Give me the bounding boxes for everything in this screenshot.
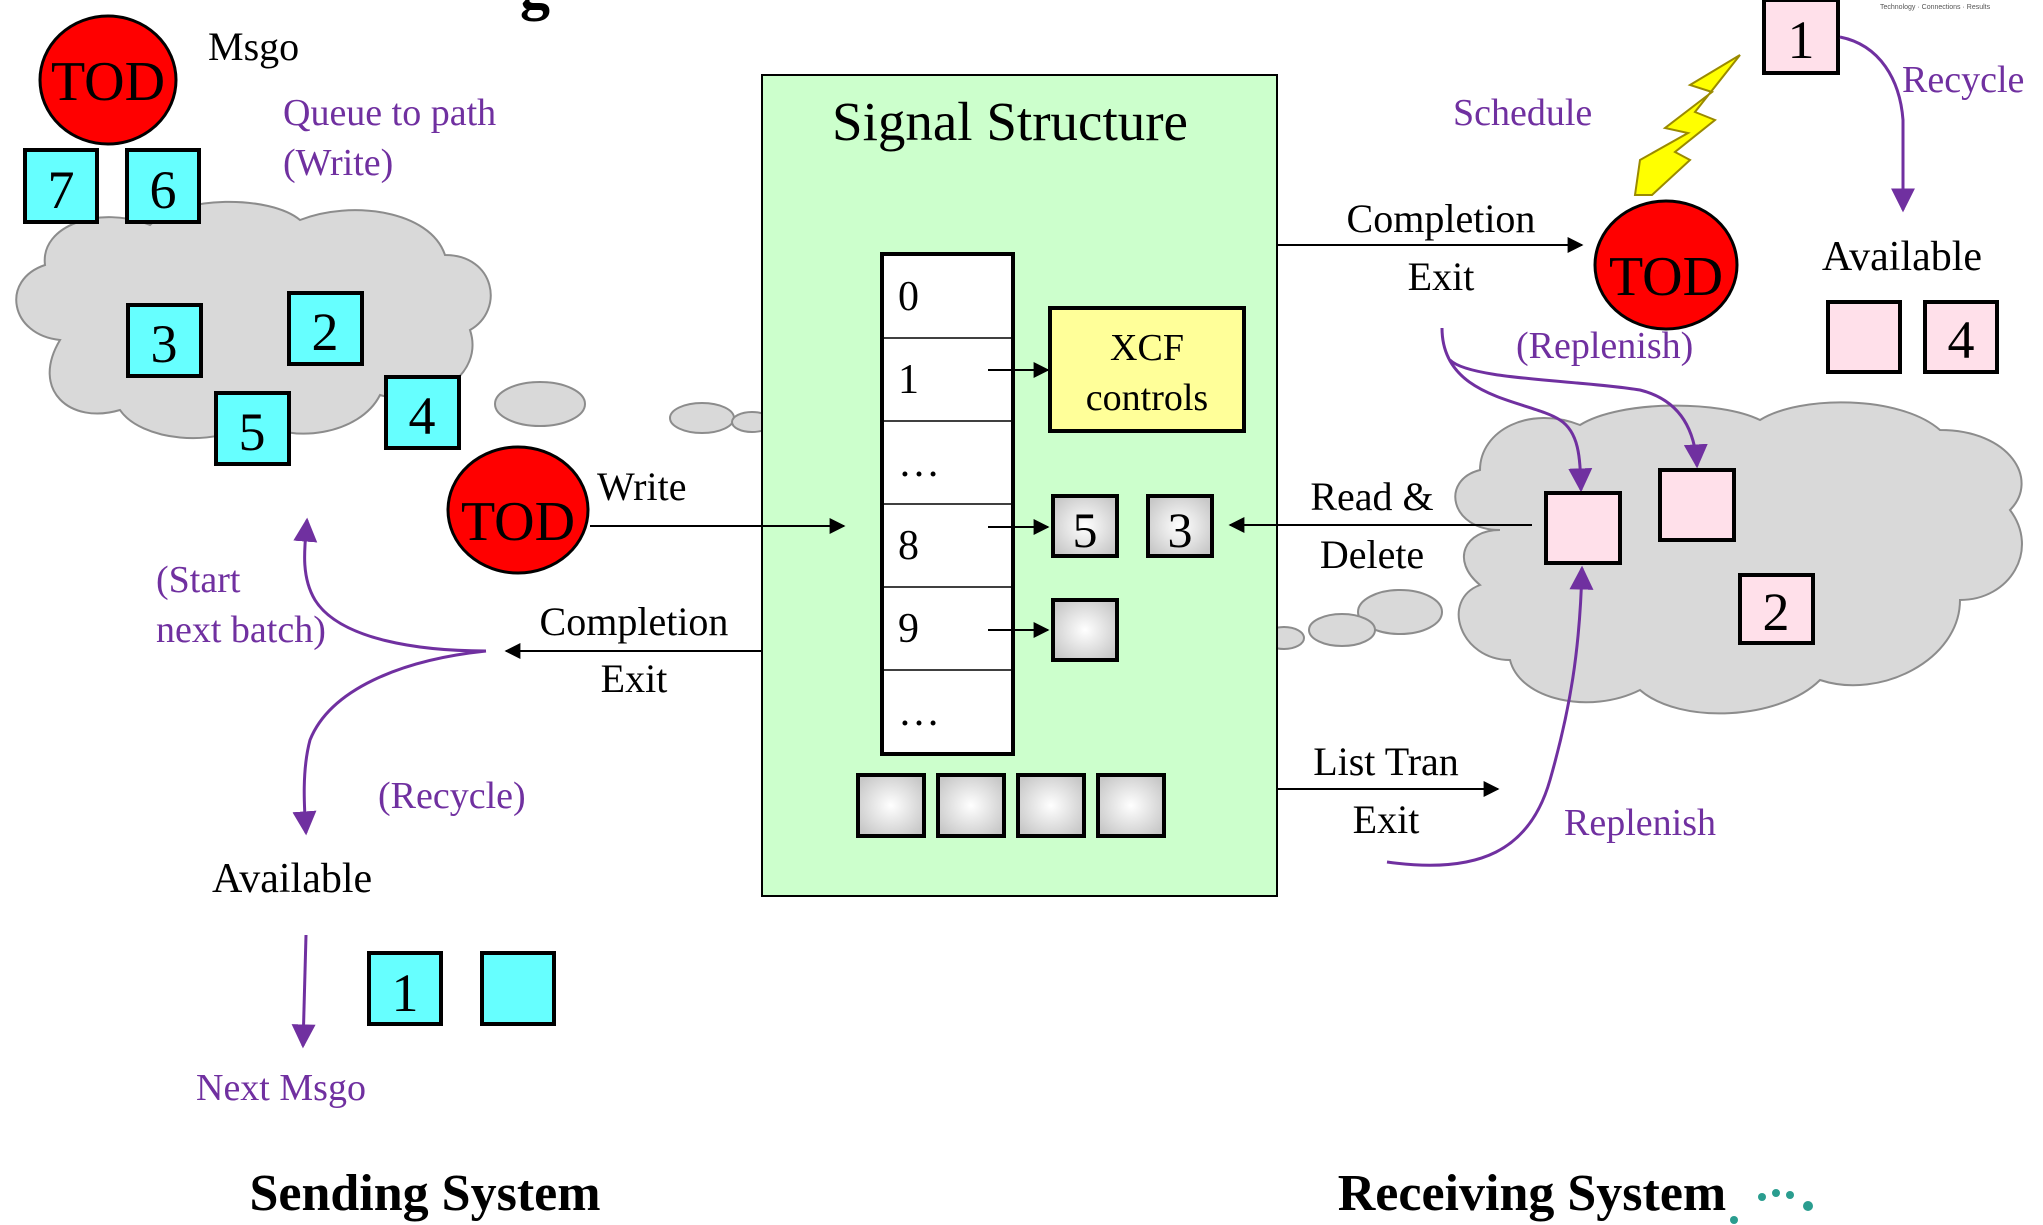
recycle-arrow [292, 649, 487, 836]
next-msgo-arrow [291, 934, 316, 1049]
row9-empty-buffer [1051, 598, 1119, 662]
svg-text:5: 5 [1073, 502, 1098, 558]
cloud-buffer-3: 3 [126, 303, 203, 378]
start-next-batch-arrow [293, 517, 487, 653]
xcf-label-line1: XCF [1110, 327, 1184, 369]
sending-completion-line2: Exit [601, 656, 668, 701]
header-title-fragment: g [520, 0, 550, 21]
receiving-recycle-arrow [1839, 35, 1915, 213]
next-msgo-label: Next Msgo [196, 1067, 366, 1109]
row8-buffer-3: 3 [1146, 494, 1214, 558]
msgo-label: Msgo [208, 24, 299, 69]
free-buffer [1016, 773, 1086, 838]
queued-buffer-7: 7 [23, 148, 99, 224]
cloud-buffer-2: 2 [287, 291, 364, 366]
signal-structure-title: Signal Structure [832, 91, 1188, 152]
receiving-recycle-label: Recycle [1902, 59, 2024, 101]
replenish-arrow-bottom [1386, 565, 1594, 867]
row8-buffer-5: 5 [1051, 494, 1119, 558]
free-buffer [856, 773, 926, 838]
receiving-top-buffer-1: 1 [1762, 0, 1840, 75]
list-tran-line2: Exit [1353, 797, 1420, 842]
svg-text:2: 2 [1763, 582, 1790, 642]
cloud-buffer-4: 4 [384, 375, 461, 450]
start-label-line1: (Start [156, 559, 241, 601]
write-tod: TOD [446, 445, 590, 575]
replenish-label: Replenish [1564, 802, 1716, 844]
svg-text:6: 6 [150, 160, 177, 220]
table-row-5: … [898, 689, 940, 735]
receiving-cloud-buffer-2: 2 [1738, 573, 1815, 645]
svg-text:5: 5 [239, 402, 266, 462]
svg-text:TOD: TOD [51, 51, 165, 113]
signal-table: 0 1 … 8 9 … [880, 252, 1015, 756]
start-label-line2: next batch) [156, 609, 326, 651]
svg-text:7: 7 [48, 160, 75, 220]
sending-available-label: Available [212, 856, 372, 902]
receiving-completion-line1: Completion [1347, 196, 1536, 241]
table-row-2: … [898, 440, 940, 486]
svg-text:2: 2 [312, 302, 339, 362]
free-buffer [1096, 773, 1166, 838]
list-tran-line1: List Tran [1313, 739, 1459, 784]
available-buffer-1: 1 [367, 951, 443, 1026]
svg-text:1: 1 [1788, 10, 1815, 70]
sending-system-label: Sending System [249, 1165, 600, 1222]
receiving-available-label: Available [1822, 234, 1982, 280]
queue-label-line2: (Write) [283, 142, 393, 184]
svg-text:3: 3 [1168, 502, 1193, 558]
sending-tod-msgo: TOD [38, 14, 178, 146]
free-buffer [936, 773, 1006, 838]
sending-recycle-label: (Recycle) [378, 775, 526, 817]
table-row-4: 9 [898, 606, 919, 652]
svg-text:TOD: TOD [1609, 246, 1723, 308]
sending-completion-line1: Completion [540, 599, 729, 644]
signal-structure: Signal Structure 0 1 … 8 9 … XCF control… [761, 74, 1278, 897]
lightning-bolt-icon [1633, 54, 1741, 196]
receiving-available-buffer-empty [1826, 300, 1902, 374]
xcf-label-line2: controls [1086, 377, 1208, 419]
cloud-buffer-5: 5 [214, 391, 291, 466]
decorative-dots-icon [1730, 1189, 1813, 1224]
svg-text:3: 3 [151, 314, 178, 374]
queued-buffer-6: 6 [125, 148, 201, 224]
xcf-controls-box: XCF controls [1048, 306, 1246, 433]
receiving-cloud-buffer-empty [1658, 468, 1736, 542]
receiving-cloud [1263, 401, 2023, 715]
table-row-0: 0 [898, 274, 919, 320]
write-label: Write [597, 464, 686, 509]
schedule-label: Schedule [1453, 92, 1592, 134]
replenish-paren-label: (Replenish) [1516, 325, 1693, 367]
logo-tagline: Technology · Connections · Results [1880, 4, 1991, 11]
receiving-system-label: Receiving System [1338, 1165, 1726, 1222]
replenish-arrow-b [1448, 358, 1708, 469]
read-delete-line1: Read & [1310, 474, 1433, 519]
read-delete-line2: Delete [1320, 532, 1424, 577]
table-row-3: 8 [898, 523, 919, 569]
queue-label-line1: Queue to path [283, 92, 496, 134]
receiving-completion-line2: Exit [1408, 254, 1475, 299]
receiving-cloud-buffer-empty [1544, 491, 1622, 565]
svg-text:TOD: TOD [461, 491, 575, 553]
receiving-available-buffer-4: 4 [1923, 300, 1999, 374]
receiving-tod: TOD [1593, 199, 1739, 331]
replenish-arrow-a [1440, 327, 1593, 493]
available-buffer-empty [480, 951, 556, 1026]
svg-text:4: 4 [1948, 310, 1975, 370]
svg-text:1: 1 [392, 963, 419, 1023]
svg-text:4: 4 [409, 386, 436, 446]
table-row-1: 1 [898, 357, 919, 403]
